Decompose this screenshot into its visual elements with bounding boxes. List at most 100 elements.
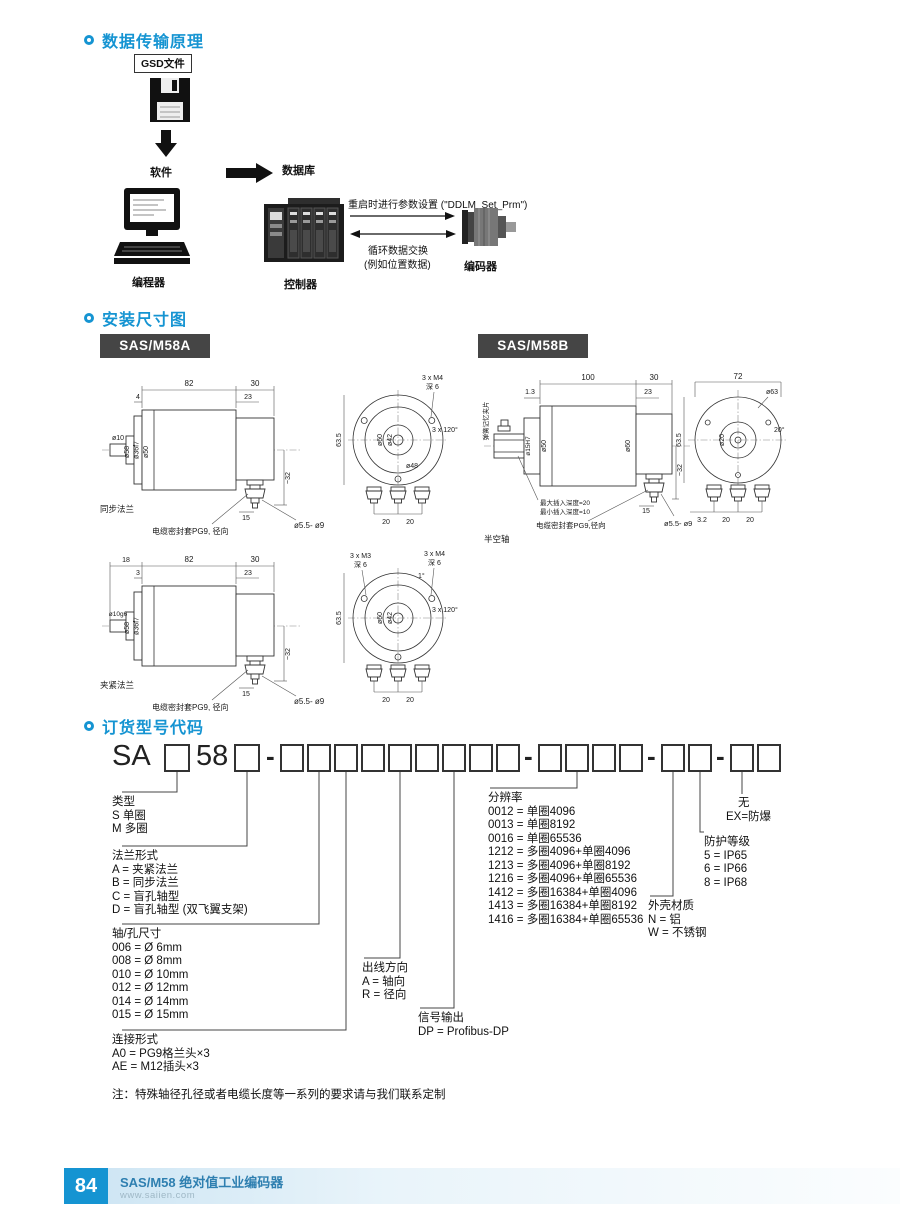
dim-label: 20 <box>382 697 390 704</box>
field-title: 连接形式 <box>112 1034 158 1046</box>
field-item: 5 = IP65 <box>704 849 748 862</box>
section-title-dimensions: 安装尺寸图 <box>84 306 187 330</box>
floppy-disk-icon <box>150 78 190 122</box>
code-box <box>442 744 466 772</box>
dim-label: ø60 <box>625 440 632 452</box>
cable-gland-note: 电缆密封套PG9,径向 <box>536 520 606 530</box>
field-item: AE = M12插头×3 <box>112 1061 199 1073</box>
dim-label: ø58 <box>124 622 131 634</box>
dim-label: ø50 <box>143 446 150 458</box>
order-field-ex: 无 EX=防爆 <box>726 797 771 824</box>
field-item: 014 = Ø 14mm <box>112 995 189 1008</box>
footer-bar <box>108 1168 900 1204</box>
dim-label: ø60 <box>377 612 384 624</box>
dim-label: ø50 <box>541 440 548 452</box>
code-box <box>334 744 358 772</box>
dim-label: ~32 <box>677 464 684 476</box>
clip-note: 弹簧记忆夹片 <box>481 402 490 441</box>
dim-label: 1.3 <box>525 389 535 396</box>
controller-plc-icon <box>264 198 344 262</box>
field-item: 8 = IP68 <box>704 876 748 889</box>
order-field-flange: 法兰形式 A = 夹紧法兰 B = 同步法兰 C = 盲孔轴型 D = 盲孔轴型… <box>112 850 248 918</box>
dim-label: 63.5 <box>336 611 343 625</box>
cable-gland-note: 电缆密封套PG9, 径向 <box>152 702 228 712</box>
footer-url: www.saiien.com <box>120 1190 196 1201</box>
dim-label: 82 <box>185 555 194 564</box>
section-title-transmission: 数据传输原理 <box>84 28 204 52</box>
drawing-m58b-front: 72 ø63 63.5 ø20 20° 3.2 20 20 <box>676 372 788 524</box>
code-dash: - <box>524 741 533 771</box>
dim-label: 3 x 120° <box>432 426 458 434</box>
code-box <box>388 744 412 772</box>
dim-label: 30 <box>650 373 659 382</box>
dim-label: 深 6 <box>428 558 441 567</box>
section-bullet-icon <box>84 313 94 323</box>
dim-label: 63.5 <box>336 433 343 447</box>
dim-label: 100 <box>581 373 595 382</box>
dim-label: 15 <box>242 515 250 522</box>
arrow-down-icon <box>155 130 177 157</box>
field-item: A = 轴向 <box>362 975 406 988</box>
field-item: DP = Profibus-DP <box>418 1025 509 1038</box>
dim-label: ø5.5- ø9 <box>294 521 325 530</box>
field-item: 010 = Ø 10mm <box>112 968 189 981</box>
drawing-m58a-front-2: 3 x M3 深 6 3 x M4 深 6 1° 3 x 120° 63.5 ø… <box>336 551 458 704</box>
dim-label: 63.5 <box>676 433 683 447</box>
code-box-flange <box>234 744 260 772</box>
section-title-text: 订货型号代码 <box>102 720 205 737</box>
dim-label: 20° <box>774 426 785 434</box>
dim-label: 15 <box>642 508 650 515</box>
field-title: 法兰形式 <box>112 850 158 862</box>
field-item: W = 不锈钢 <box>648 927 707 939</box>
dim-label: 深 6 <box>426 382 439 391</box>
dim-label: 72 <box>734 372 743 381</box>
dim-label: 15 <box>242 691 250 698</box>
insertion-min-note: 最小插入深度=10 <box>540 507 590 516</box>
arrow-right-thin-icon <box>350 212 455 220</box>
dim-label: ø5.5- ø9 <box>664 519 692 528</box>
field-item: N = 铝 <box>648 913 681 926</box>
field-item: R = 径向 <box>362 989 407 1001</box>
dim-label: ø48 <box>406 463 418 470</box>
model-b-badge: SAS/M58B <box>478 334 588 358</box>
drawing-m58a-sync-side: 82 30 4 23 ø58 ø36f7 ø50 ø10 ~32 15 ø5.5… <box>100 379 325 536</box>
database-label: 数据库 <box>282 165 315 177</box>
dim-label: 3 x M4 <box>424 551 445 558</box>
field-item: 1413 = 多圈16384+单圈8192 <box>488 900 637 912</box>
field-item: 1213 = 多圈4096+单圈8192 <box>488 859 631 872</box>
insertion-max-note: 最大插入深度=20 <box>540 498 590 507</box>
field-item: B = 同步法兰 <box>112 877 179 889</box>
gsd-file-label: GSD文件 <box>134 54 192 73</box>
dim-label: ø15H7 <box>525 436 532 456</box>
dim-label: ø63 <box>766 389 778 396</box>
dim-label: ø10 <box>112 435 124 442</box>
dim-label: 20 <box>382 519 390 526</box>
code-dash: - <box>266 741 275 771</box>
dim-label: 23 <box>644 389 652 396</box>
field-item: 1212 = 多圈4096+单圈4096 <box>488 846 631 858</box>
code-box <box>361 744 385 772</box>
order-field-connection: 连接形式 A0 = PG9格兰头×3 AE = M12插头×3 <box>112 1034 210 1075</box>
dim-label: ø36f7 <box>134 617 141 635</box>
dim-label: 82 <box>185 379 194 388</box>
field-item: 0012 = 单圈4096 <box>488 805 576 818</box>
order-field-outlet-direction: 出线方向 A = 轴向 R = 径向 <box>362 962 408 1003</box>
order-field-signal-output: 信号输出 DP = Profibus-DP <box>418 1012 509 1039</box>
drawing-m58b-side: 100 30 1.3 23 ø15H7 ø50 ø60 弹簧记忆夹片 最大插入深… <box>481 373 692 544</box>
ordering-note: 注：特殊轴径孔径或者电缆长度等一系列的要求请与我们联系定制 <box>112 1089 446 1101</box>
dim-label: 20 <box>406 519 414 526</box>
code-box-ex <box>757 744 781 772</box>
field-title: 类型 <box>112 796 135 808</box>
programmer-label: 编程器 <box>132 277 165 289</box>
field-title: 分辨率 <box>488 792 523 804</box>
order-field-material: 外壳材质 N = 铝 W = 不锈钢 <box>648 900 706 941</box>
field-item: 6 = IP66 <box>704 863 748 875</box>
code-box-type <box>164 744 190 772</box>
code-box-material <box>661 744 685 772</box>
field-item: M 多圈 <box>112 823 148 835</box>
dim-label: 3.2 <box>697 517 707 524</box>
model-a-badge: SAS/M58A <box>100 334 210 358</box>
shaft-type-label: 半空轴 <box>484 534 510 544</box>
dim-label: ø20 <box>719 434 726 446</box>
